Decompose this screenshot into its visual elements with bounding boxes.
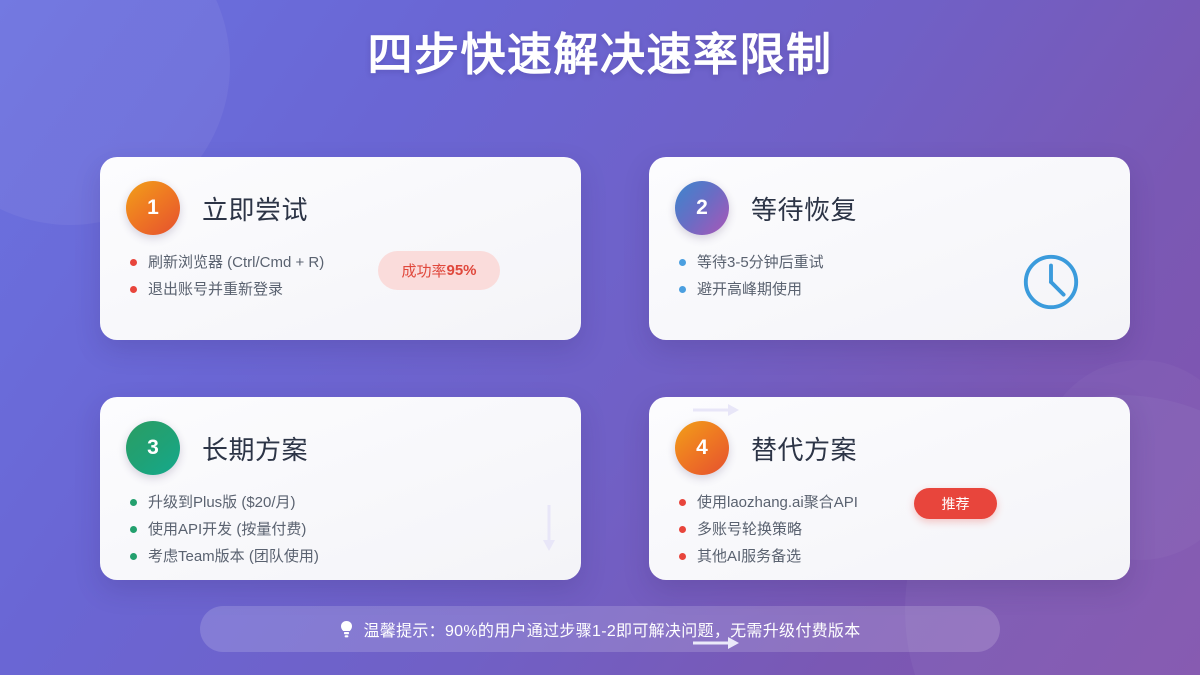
arrow-right-icon-step1-to-step2 <box>693 404 739 416</box>
bullet-dot-icon <box>130 499 137 506</box>
bullet-dot-icon <box>130 286 137 293</box>
clock-icon <box>1023 254 1079 310</box>
list-item: 使用laozhang.ai聚合API <box>679 489 1104 516</box>
step-card-3-header: 3 长期方案 <box>126 421 555 475</box>
list-item-label: 多账号轮换策略 <box>697 521 803 538</box>
bullet-dot-icon <box>679 286 686 293</box>
step-card-4-body: 使用laozhang.ai聚合API 多账号轮换策略 其他AI服务备选 推荐 <box>675 488 1104 570</box>
footer-tip-text: 温馨提示：90%的用户通过步骤1-2即可解决问题，无需升级付费版本 <box>363 623 861 640</box>
bullet-dot-icon <box>130 526 137 533</box>
list-item-label: 退出账号并重新登录 <box>148 281 284 298</box>
list-item: 使用API开发 (按量付费) <box>130 516 555 543</box>
bullet-dot-icon <box>679 259 686 266</box>
page-title: 四步快速解决速率限制 <box>367 29 833 80</box>
bullet-dot-icon <box>130 553 137 560</box>
list-item-label: 其他AI服务备选 <box>697 548 802 565</box>
step-card-1: 1 立即尝试 刷新浏览器 (Ctrl/Cmd + R) 退出账号并重新登录 成功… <box>100 157 581 340</box>
bullet-dot-icon <box>679 553 686 560</box>
step-number-badge-1: 1 <box>126 181 180 235</box>
list-item-label: 考虑Team版本 (团队使用) <box>148 548 319 565</box>
footer-tip-bar: 温馨提示：90%的用户通过步骤1-2即可解决问题，无需升级付费版本 <box>200 606 1000 652</box>
success-rate-value: 95% <box>446 262 477 279</box>
step-card-4-header: 4 替代方案 <box>675 421 1104 475</box>
list-item-label: 升级到Plus版 ($20/月) <box>148 494 296 511</box>
list-item: 升级到Plus版 ($20/月) <box>130 489 555 516</box>
step-card-1-bullet-list: 刷新浏览器 (Ctrl/Cmd + R) 退出账号并重新登录 <box>130 249 555 303</box>
step-number-badge-3: 3 <box>126 421 180 475</box>
step-card-4-title: 替代方案 <box>751 434 858 465</box>
list-item: 多账号轮换策略 <box>679 516 1104 543</box>
step-card-3-bullet-list: 升级到Plus版 ($20/月) 使用API开发 (按量付费) 考虑Team版本… <box>130 489 555 570</box>
list-item-label: 刷新浏览器 (Ctrl/Cmd + R) <box>148 254 325 271</box>
list-item: 等待3-5分钟后重试 <box>679 249 1104 276</box>
arrow-down-icon-step1-to-step3 <box>543 505 555 551</box>
step-card-2-title: 等待恢复 <box>751 194 858 225</box>
list-item-label: 使用laozhang.ai聚合API <box>697 494 858 511</box>
step-card-2-header: 2 等待恢复 <box>675 181 1104 235</box>
list-item: 退出账号并重新登录 <box>130 276 555 303</box>
step-card-2-bullet-list: 等待3-5分钟后重试 避开高峰期使用 <box>679 249 1104 303</box>
list-item-label: 等待3-5分钟后重试 <box>697 254 824 271</box>
step-card-3-title: 长期方案 <box>202 434 309 465</box>
step-card-4-bullet-list: 使用laozhang.ai聚合API 多账号轮换策略 其他AI服务备选 <box>679 489 1104 570</box>
list-item-label: 使用API开发 (按量付费) <box>148 521 307 538</box>
recommended-badge: 推荐 <box>914 488 997 519</box>
list-item: 刷新浏览器 (Ctrl/Cmd + R) <box>130 249 555 276</box>
lightbulb-icon <box>341 620 353 637</box>
step-number-badge-2: 2 <box>675 181 729 235</box>
steps-grid: 1 立即尝试 刷新浏览器 (Ctrl/Cmd + R) 退出账号并重新登录 成功… <box>100 157 1130 649</box>
step-card-1-header: 1 立即尝试 <box>126 181 555 235</box>
success-rate-prefix: 成功率 <box>401 263 447 280</box>
arrow-right-icon-step3-to-step4 <box>693 637 739 649</box>
list-item: 避开高峰期使用 <box>679 276 1104 303</box>
step-card-4: 4 替代方案 使用laozhang.ai聚合API 多账号轮换策略 其他AI服 <box>649 397 1130 580</box>
step-card-2-body: 等待3-5分钟后重试 避开高峰期使用 <box>675 249 1104 310</box>
list-item: 其他AI服务备选 <box>679 543 1104 570</box>
step-card-1-title: 立即尝试 <box>202 194 309 225</box>
step-card-3: 3 长期方案 升级到Plus版 ($20/月) 使用API开发 (按量付费) <box>100 397 581 580</box>
step-number-badge-4: 4 <box>675 421 729 475</box>
step-card-3-body: 升级到Plus版 ($20/月) 使用API开发 (按量付费) 考虑Team版本… <box>126 489 555 570</box>
list-item-label: 避开高峰期使用 <box>697 281 803 298</box>
bullet-dot-icon <box>679 499 686 506</box>
list-item: 考虑Team版本 (团队使用) <box>130 543 555 570</box>
bullet-dot-icon <box>130 259 137 266</box>
step-card-2: 2 等待恢复 等待3-5分钟后重试 避开高峰期使用 <box>649 157 1130 340</box>
bullet-dot-icon <box>679 526 686 533</box>
